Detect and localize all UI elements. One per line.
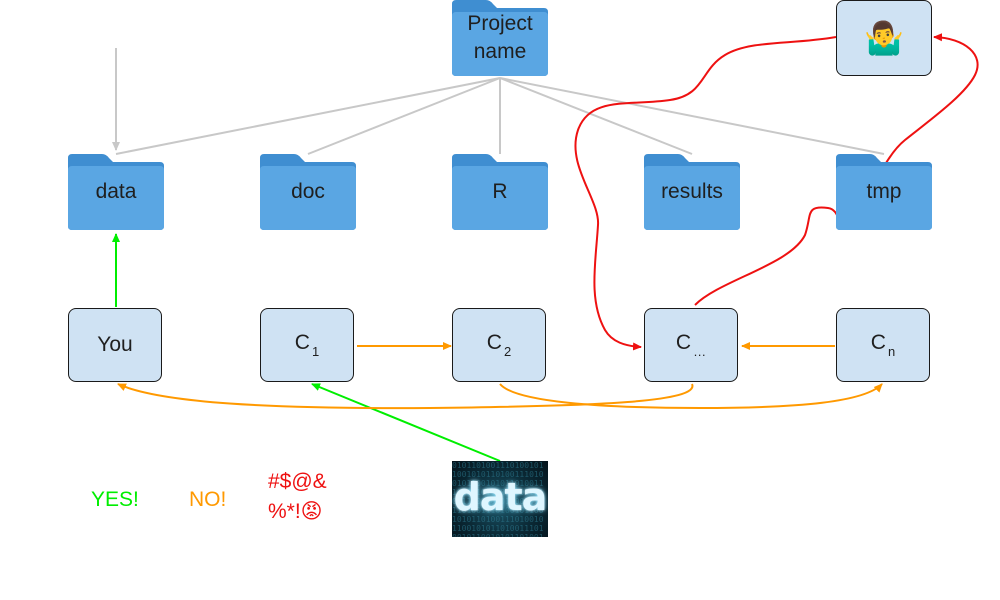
folder-label: results: [661, 180, 723, 203]
folder-tmp[interactable]: tmp: [836, 154, 932, 230]
arrow-cdots-to-you: [117, 383, 694, 410]
project-name-label: Project name: [467, 12, 533, 63]
legend-angry: #$@& %*!😡: [268, 467, 327, 527]
node-you[interactable]: You: [68, 308, 162, 382]
folder-label: R: [492, 180, 508, 203]
tree-line-results: [499, 77, 693, 155]
folder-icon: [452, 0, 548, 76]
legend-angry-line2: %*!😡: [268, 500, 323, 523]
folder-icon: [644, 154, 740, 230]
folder-icon: [452, 154, 548, 230]
tree-line-doc: [307, 77, 501, 155]
tree-lines: [112, 48, 885, 155]
data-image-word: data: [453, 475, 548, 519]
arrow-c2-to-cn: [499, 383, 883, 410]
folder-data[interactable]: data: [68, 154, 164, 230]
legend-angry-line1: #$@&: [268, 470, 327, 493]
shrug-emoji: 🤷‍♂️: [864, 20, 904, 56]
folder-label: tmp: [866, 180, 902, 203]
legend-yes: YES!: [91, 488, 139, 511]
node-label: C…: [675, 331, 707, 359]
tree-line-tmp: [499, 77, 885, 155]
node-cdots[interactable]: C…: [644, 308, 738, 382]
node-you-label: You: [97, 333, 133, 356]
folder-icon: [260, 154, 356, 230]
tree-line-data: [115, 77, 501, 155]
binary-background: 0101101001110100101100101011010011101001…: [452, 461, 544, 537]
arrow-shrug-to-cdots: [574, 36, 837, 351]
orange-arrows: [117, 342, 883, 410]
folder-r[interactable]: R: [452, 154, 548, 230]
folder-icon: [68, 154, 164, 230]
folder-icon: [836, 154, 932, 230]
folder-label: doc: [291, 180, 325, 203]
green-arrows: [112, 233, 501, 462]
arrow-data-image-to-c1: [311, 383, 501, 462]
folder-doc[interactable]: doc: [260, 154, 356, 230]
shrug-box[interactable]: 🤷‍♂️: [836, 0, 932, 76]
legend-no: NO!: [189, 488, 227, 511]
folder-results[interactable]: results: [644, 154, 740, 230]
data-image: 0101101001110100101100101011010011101001…: [452, 461, 548, 537]
folder-label: data: [95, 180, 137, 203]
project-name-folder[interactable]: Project name: [452, 0, 548, 76]
